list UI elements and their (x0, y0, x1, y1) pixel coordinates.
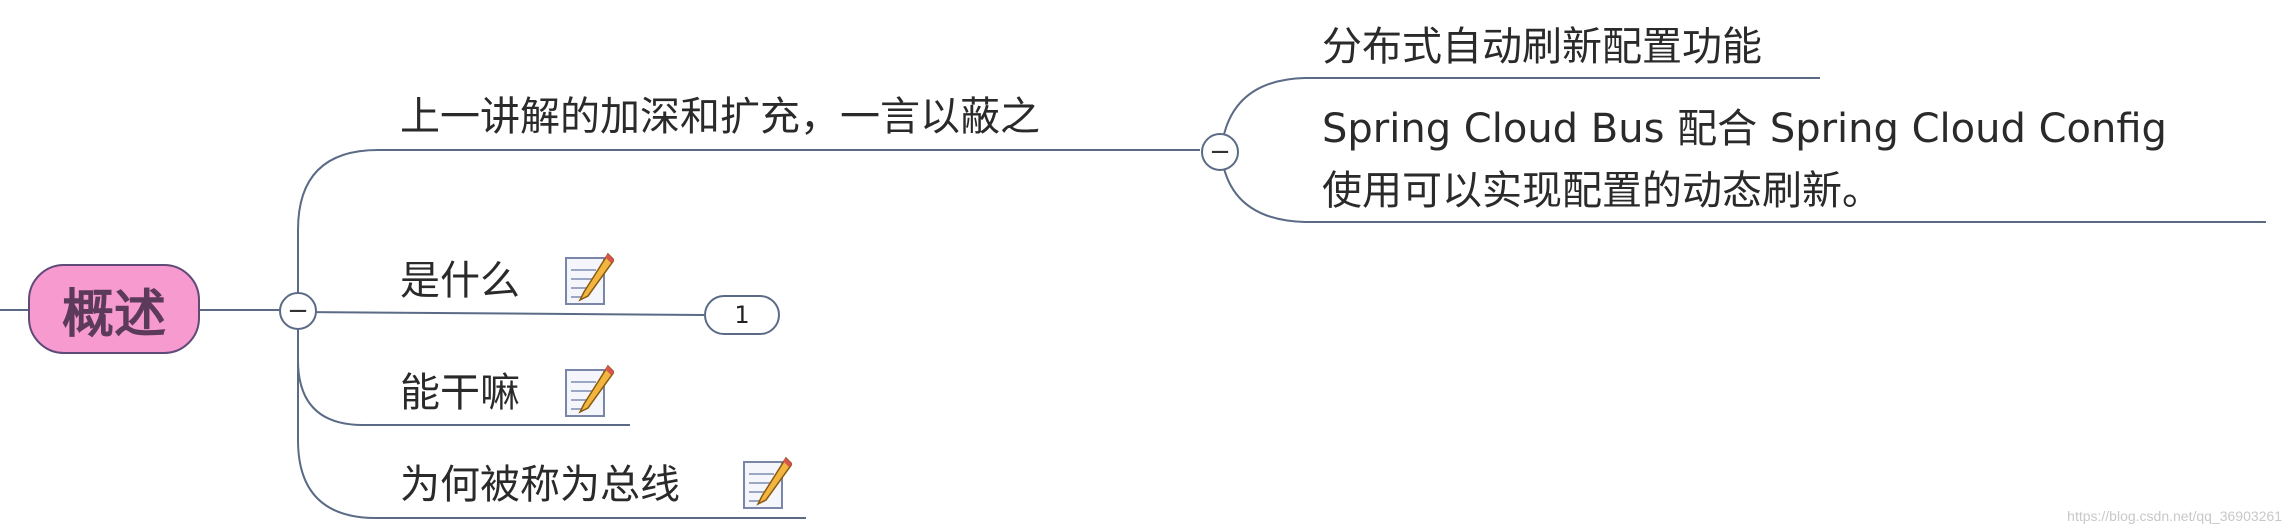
collapsed-children-count[interactable]: 1 (704, 295, 780, 335)
branch-node-what-can-it-do-label[interactable]: 能干嘛 (400, 370, 520, 416)
minus-icon: − (287, 296, 309, 326)
minus-icon: − (1209, 137, 1231, 167)
branch-node-why-called-bus-label[interactable]: 为何被称为总线 (400, 462, 680, 508)
root-node[interactable]: 概述 (28, 264, 200, 354)
branch-collapse-button[interactable]: − (1201, 133, 1239, 171)
child-node-distributed-refresh[interactable]: 分布式自动刷新配置功能 (1322, 24, 1762, 70)
notepad-pencil-icon[interactable] (562, 364, 614, 420)
branch-node-what-is-it-label[interactable]: 是什么 (400, 258, 520, 304)
watermark-text: https://blog.csdn.net/qq_36903261 (2067, 508, 2282, 524)
root-collapse-button[interactable]: − (279, 292, 317, 330)
root-node-label: 概述 (61, 284, 166, 345)
child-node-spring-cloud-bus-line2[interactable]: 使用可以实现配置的动态刷新。 (1322, 168, 1882, 214)
branch-node-deepening-label[interactable]: 上一讲解的加深和扩充，一言以蔽之 (400, 94, 1040, 140)
notepad-pencil-icon[interactable] (562, 252, 614, 308)
collapsed-count-label: 1 (734, 301, 750, 329)
notepad-pencil-icon[interactable] (740, 456, 792, 512)
child-node-spring-cloud-bus-line1[interactable]: Spring Cloud Bus 配合 Spring Cloud Config (1322, 106, 2167, 152)
